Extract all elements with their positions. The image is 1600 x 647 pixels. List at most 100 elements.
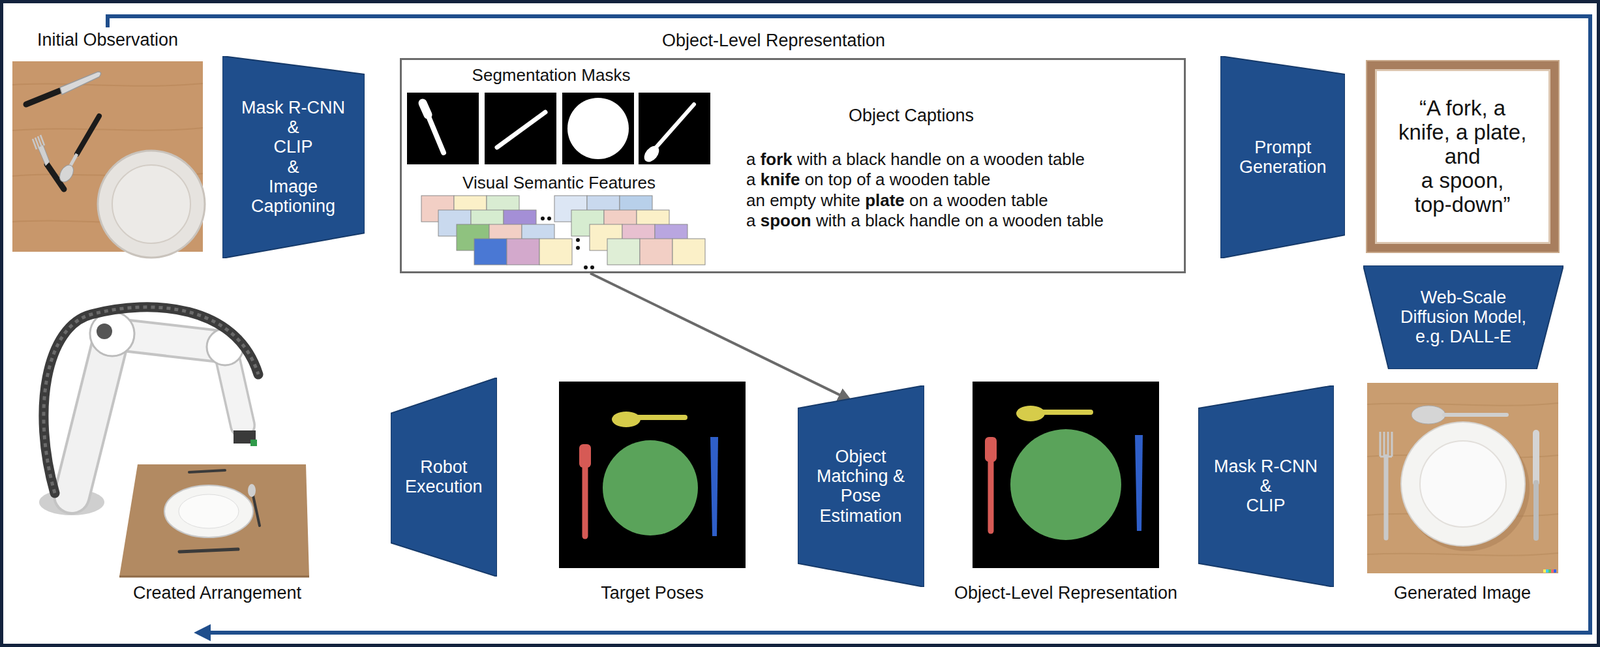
initial-photo bbox=[112, 165, 191, 244]
trapezoid-shape bbox=[1198, 385, 1334, 588]
image-node: Object-Level Representation bbox=[941, 381, 1190, 605]
body-text: Object Captions bbox=[848, 105, 974, 126]
bold-word: fork bbox=[760, 149, 793, 169]
ellipsis-dots bbox=[547, 216, 552, 221]
initial-photo bbox=[70, 153, 77, 166]
generated-image bbox=[1545, 569, 1549, 573]
process-trapezoid: Object Matching & Pose Estimation bbox=[797, 385, 925, 588]
object-mask-image bbox=[1134, 435, 1143, 531]
target-poses-image bbox=[558, 381, 746, 569]
ellipsis-dots bbox=[540, 216, 545, 221]
segmentation-masks bbox=[484, 92, 557, 165]
segmentation-masks bbox=[641, 142, 663, 165]
process-trapezoid: Mask R-CNN & CLIP & Image Captioning bbox=[222, 56, 365, 259]
generated-image bbox=[1444, 412, 1507, 417]
segmentation-masks bbox=[654, 104, 695, 149]
target-poses-image bbox=[582, 465, 589, 537]
representation-panel: Object-Level RepresentationSegmentation … bbox=[399, 28, 1186, 274]
image-node: Generated Image bbox=[1364, 382, 1561, 605]
segmentation-masks bbox=[562, 92, 634, 165]
feature-stacks bbox=[639, 238, 673, 265]
robot-scene bbox=[189, 470, 226, 473]
trapezoid-shape bbox=[390, 377, 498, 577]
bold-word: plate bbox=[864, 190, 905, 211]
target-poses-image bbox=[637, 414, 685, 421]
initial-photo bbox=[60, 71, 102, 95]
initial-photo bbox=[26, 90, 61, 105]
robot-scene bbox=[247, 483, 256, 498]
flow-arrow bbox=[107, 16, 1591, 633]
object-mask-image bbox=[972, 381, 1160, 569]
flow-arrow bbox=[590, 273, 849, 400]
robot-scene bbox=[96, 323, 113, 340]
heading-label: Object-Level Representation bbox=[662, 30, 886, 51]
process-trapezoid: Prompt Generation bbox=[1220, 56, 1345, 259]
body-text: a fork with a black handle on a wooden t… bbox=[746, 150, 1085, 170]
ellipsis-dots bbox=[575, 245, 580, 250]
feature-stacks bbox=[421, 195, 706, 265]
generated-image bbox=[1532, 433, 1540, 483]
initial-photo bbox=[12, 61, 205, 258]
target-poses-image bbox=[602, 440, 698, 536]
bold-word: knife bbox=[760, 169, 801, 190]
generated-image bbox=[1553, 569, 1557, 573]
segmentation-masks bbox=[567, 97, 629, 160]
object-mask-image bbox=[972, 381, 1160, 569]
segmentation-masks bbox=[497, 112, 546, 148]
robot-scene bbox=[71, 333, 113, 496]
feature-stacks bbox=[607, 238, 640, 265]
process-trapezoid: Web-Scale Diffusion Model, e.g. DALL-E bbox=[1363, 265, 1564, 370]
process-label: Prompt Generation bbox=[1239, 137, 1327, 177]
initial-photo bbox=[32, 135, 45, 150]
heading-label: Object-Level Representation bbox=[954, 583, 1178, 604]
process-label: Robot Execution bbox=[405, 457, 483, 497]
robot-scene bbox=[179, 549, 239, 552]
robot-scene bbox=[119, 575, 310, 578]
image-node: Target Poses bbox=[554, 381, 751, 605]
body-text: Segmentation Masks bbox=[472, 65, 631, 86]
object-mask-image bbox=[1042, 409, 1091, 415]
process-label: Web-Scale Diffusion Model, e.g. DALL-E bbox=[1400, 287, 1527, 348]
ellipsis-dots bbox=[540, 216, 595, 270]
ellipsis-dots bbox=[583, 265, 588, 270]
body-text: a knife on top of a wooden table bbox=[746, 170, 991, 190]
process-label: Mask R-CNN & CLIP bbox=[1213, 456, 1318, 516]
generated-image bbox=[1411, 405, 1446, 424]
heading-label: Initial Observation bbox=[37, 30, 179, 51]
segmentation-masks bbox=[422, 103, 428, 115]
initial-photo bbox=[97, 150, 205, 258]
generated-image bbox=[1551, 569, 1554, 573]
robot-scene bbox=[43, 307, 259, 494]
trapezoid-shape bbox=[797, 385, 925, 588]
robot-scene bbox=[250, 439, 257, 447]
robot-scene bbox=[253, 495, 260, 526]
prompt-frame: “A fork, a knife, a plate, and a spoon, … bbox=[1367, 61, 1559, 252]
body-text: Visual Semantic Features bbox=[462, 173, 656, 194]
trapezoid-shape bbox=[1220, 56, 1345, 259]
heading-label: Generated Image bbox=[1393, 583, 1531, 604]
heading-label: Created Arrangement bbox=[133, 583, 302, 604]
generated-image bbox=[1380, 431, 1392, 457]
generated-image bbox=[1419, 440, 1507, 528]
generated-image bbox=[1367, 403, 1559, 556]
generated-image bbox=[1367, 382, 1559, 574]
generated-image bbox=[1543, 569, 1546, 573]
generated-image bbox=[1401, 422, 1525, 546]
heading-label: Target Poses bbox=[600, 583, 704, 604]
ellipsis-dots bbox=[590, 265, 595, 270]
object-mask-image bbox=[988, 459, 995, 531]
generated-image bbox=[1384, 456, 1389, 539]
robot-scene bbox=[90, 311, 135, 357]
object-mask-image bbox=[1010, 429, 1122, 541]
generated-image bbox=[1367, 382, 1559, 574]
robot-scene bbox=[39, 307, 310, 577]
initial-photo bbox=[56, 162, 77, 184]
initial-photo bbox=[37, 144, 50, 166]
feature-stacks bbox=[672, 238, 706, 265]
robot-scene bbox=[164, 485, 254, 538]
segmentation-masks bbox=[638, 92, 711, 165]
generated-image bbox=[1548, 569, 1552, 573]
bold-word: spoon bbox=[760, 210, 812, 231]
target-poses-image bbox=[558, 381, 746, 569]
target-poses-image bbox=[710, 437, 719, 537]
